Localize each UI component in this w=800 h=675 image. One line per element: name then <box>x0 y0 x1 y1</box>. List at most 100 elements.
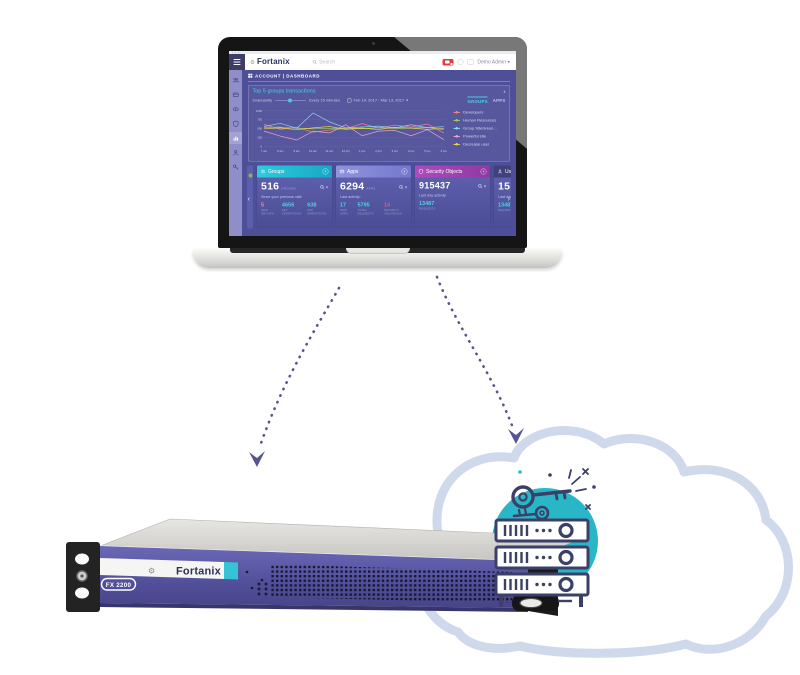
rack-ear-hole <box>75 553 89 565</box>
tab-apps[interactable]: APPS <box>492 98 506 103</box>
server-stack-icon <box>494 518 590 607</box>
y-tick-label: 500 <box>257 127 262 131</box>
card-search-control[interactable]: ▾ <box>320 185 328 190</box>
card-security-objects[interactable]: Security Objects + 915437 <box>415 165 490 229</box>
card-users[interactable]: Users + 15 Last day activity: <box>494 165 511 229</box>
x-tick-label: 5 pm <box>424 149 431 153</box>
card-stat: 4656 KEY OPERATIONS <box>282 202 303 216</box>
grid-icon <box>248 73 253 78</box>
x-tick-label: 10 am <box>309 149 318 153</box>
x-tick-label: 3 pm <box>392 149 399 153</box>
model-badge-text: FX 2200 <box>106 582 132 589</box>
search-icon <box>478 184 483 189</box>
stat-value: 4656 <box>281 202 295 208</box>
legend-item[interactable]: Developers <box>453 110 507 115</box>
sidebar-item-dashboard[interactable] <box>229 132 242 144</box>
stat-label: APP OPERATIONS <box>307 209 327 216</box>
sparkle-icon <box>568 468 591 510</box>
stat-label: SECURITY VIOLATIONS <box>384 209 402 216</box>
laptop-notch <box>345 248 410 254</box>
legend-item[interactable]: Group SiteGreen... <box>453 126 507 131</box>
search-input[interactable]: Search <box>312 59 336 65</box>
chevron-down-icon: ▾ <box>483 184 486 189</box>
stat-label: REQUESTS <box>419 207 436 211</box>
chart-controls: Granularity Every 15 minutes <box>249 95 510 104</box>
sidebar-item-apps[interactable] <box>229 89 242 101</box>
carousel-prev-button[interactable]: ‹ <box>247 194 251 204</box>
card-value: 6294 <box>340 180 365 193</box>
series-line-decrease-user <box>263 126 444 131</box>
dashboard-topbar: ⚙ Fortanix Search <box>229 54 516 70</box>
card-partial-icon <box>248 173 253 178</box>
summary-cards: ‹ › <box>247 165 511 229</box>
legend-item[interactable]: Human Resources <box>453 118 507 123</box>
chevron-down-icon: ▾ <box>325 185 328 190</box>
laptop-base <box>193 248 562 268</box>
sparkle-dot <box>548 473 552 477</box>
key-icon <box>511 485 572 509</box>
card-partial <box>247 165 253 229</box>
card-stat: 14 SECURITY VIOLATIONS <box>384 202 407 216</box>
chevron-down-icon: ▾ <box>406 98 409 103</box>
stat-value: 638 <box>307 202 317 208</box>
add-app-button[interactable]: + <box>401 168 408 175</box>
x-tick-label: 9 am <box>293 149 300 153</box>
search-icon <box>399 185 404 190</box>
globe-icon[interactable] <box>457 59 464 65</box>
date-range-picker[interactable]: Feb 14, 2017 - Mar 13, 2017 ▾ <box>347 98 408 103</box>
sparkle-dot <box>592 485 596 489</box>
card-note: Since your previous visit: <box>261 194 303 200</box>
breadcrumb[interactable]: ACCOUNT | DASHBOARD <box>248 70 510 82</box>
chevron-down-icon: ▾ <box>404 185 407 190</box>
appliance-brand-text: Fortanix <box>176 566 222 578</box>
apps-grid-icon[interactable] <box>467 59 474 65</box>
sidebar-item-visibility[interactable] <box>229 103 242 115</box>
card-groups[interactable]: Groups + 516 GROUPS <box>257 165 332 229</box>
card-title: Users <box>505 168 511 175</box>
legend-item[interactable]: Decrease user <box>453 142 507 147</box>
card-note: Last day activity: <box>419 193 447 198</box>
card-stat: 17 NEW APPS <box>340 202 353 216</box>
sparkle-dot <box>518 470 522 474</box>
granularity-slider[interactable] <box>275 98 307 103</box>
server-stack-legs <box>499 595 583 607</box>
card-search-control[interactable]: ▾ <box>399 185 407 190</box>
card-apps[interactable]: Apps + 6294 APPS <box>336 165 411 229</box>
card-stat: 13487 REQUESTS <box>498 202 511 212</box>
add-group-button[interactable]: + <box>322 168 329 175</box>
transactions-panel: Top 5 groups transactions ▴ Granularity … <box>248 85 510 162</box>
add-security-object-button[interactable]: + <box>480 168 487 175</box>
server-unit <box>494 545 590 570</box>
browser-titlebar <box>229 51 516 54</box>
tab-groups[interactable]: GROUPS <box>467 96 488 104</box>
stat-value: 5795 <box>357 202 370 208</box>
legend-item[interactable]: Powerful site <box>453 134 507 139</box>
card-note: Last day activity: <box>498 194 511 200</box>
fx2200-appliance: ⚙ Fortanix FX 2200 <box>66 518 585 616</box>
y-tick-label: 750 <box>257 118 262 122</box>
collapse-icon[interactable]: ▴ <box>503 88 506 94</box>
appliance-bottom-edge <box>100 603 528 612</box>
hamburger-menu-icon[interactable] <box>229 54 245 70</box>
search-placeholder: Search <box>319 59 336 65</box>
sidebar-item-keys[interactable] <box>229 161 242 173</box>
notification-badge-icon[interactable] <box>442 58 454 66</box>
legend-label: Decrease user <box>463 142 490 147</box>
sidebar-item-security-objects[interactable] <box>229 118 242 130</box>
x-tick-label: 4 pm <box>408 149 415 153</box>
sidebar-item-users[interactable] <box>229 147 242 159</box>
user-menu[interactable]: Demo Admin ▾ <box>477 59 510 65</box>
slider-handle[interactable] <box>288 98 293 103</box>
x-tick-label: 2 pm <box>375 149 382 153</box>
card-search-control[interactable]: ▾ <box>478 184 486 189</box>
dashboard-main: ACCOUNT | DASHBOARD Top 5 groups transac… <box>242 70 516 236</box>
model-badge <box>100 577 137 591</box>
legend-marker <box>453 127 461 130</box>
shield-icon <box>418 169 424 174</box>
sidebar-item-groups[interactable] <box>229 74 242 86</box>
carousel-next-button[interactable]: › <box>507 194 511 204</box>
fortanix-logo-icon: ⚙ <box>148 567 155 576</box>
x-tick-label: 7 am <box>261 149 268 153</box>
window-dot <box>232 51 234 54</box>
